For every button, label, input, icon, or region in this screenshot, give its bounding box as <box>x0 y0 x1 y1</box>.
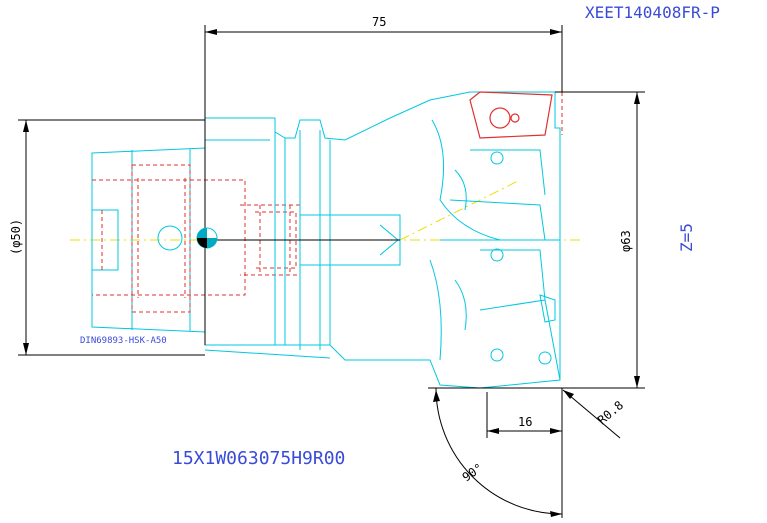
dimension-angle <box>428 387 563 518</box>
dimension-cutter-diameter-label: φ63 <box>619 230 633 252</box>
dimension-length-label: 75 <box>372 15 386 29</box>
insert <box>469 91 563 139</box>
dimension-corner-radius-label: R0.8 <box>595 398 626 427</box>
teeth-label: Z=5 <box>677 223 696 252</box>
center-mark <box>196 227 218 249</box>
dimension-cutter-diameter <box>555 91 645 389</box>
centerline-diagonal <box>399 179 521 241</box>
dimension-depth-label: 16 <box>518 415 532 429</box>
dimension-length <box>204 25 563 118</box>
tool-code: 15X1W063075H9R00 <box>172 448 345 469</box>
dimension-corner-radius <box>562 389 621 439</box>
dimension-angle-label: 90° <box>460 461 486 485</box>
cutter-head <box>429 119 561 381</box>
insert-label: XEET140408FR-P <box>585 3 720 22</box>
holder-label: DIN69893-HSK-A50 <box>80 336 167 346</box>
dimension-shank-diameter-label: (φ50) <box>9 219 23 255</box>
dimension-shank-diameter <box>18 119 205 356</box>
